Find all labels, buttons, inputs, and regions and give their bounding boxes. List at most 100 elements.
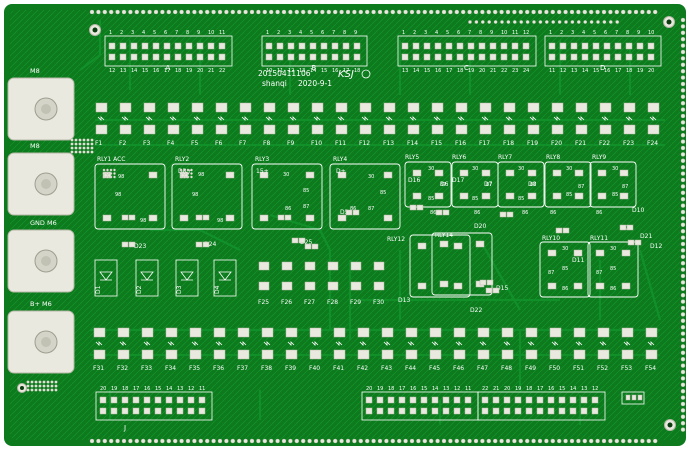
mounting-hole-icon (666, 19, 672, 25)
via-pad (467, 438, 472, 444)
smd-pad (479, 279, 487, 286)
via-pad (243, 438, 248, 444)
fuse-symbol-icon (431, 341, 439, 346)
via-pad (269, 9, 274, 15)
pin-number: 3 (571, 30, 574, 36)
connector-pin-pad (647, 53, 655, 61)
via-pad (90, 142, 94, 146)
fuse-pad (117, 327, 130, 338)
fuse-pad (525, 327, 538, 338)
pin-number: 13 (177, 386, 183, 392)
relay-label: RLY7 (498, 154, 512, 161)
via-pad (680, 395, 686, 400)
relay-pin-pad (459, 192, 469, 200)
via-pad (377, 438, 383, 444)
via-pad (474, 20, 479, 24)
via-pad (326, 438, 331, 444)
connector-pin-pad (401, 53, 409, 61)
connector-pin-pad (110, 407, 118, 415)
fuse-label: F20 (551, 140, 562, 147)
connector-pin-pad (570, 42, 578, 50)
relay-pin-pad (259, 171, 269, 179)
via-pad (186, 172, 190, 175)
pin-number: 12 (109, 68, 115, 74)
via-pad (102, 438, 108, 444)
pin-number: 15 (421, 386, 427, 392)
pin-number: 10 (208, 30, 214, 36)
via-pad (680, 299, 686, 304)
pin-number: 7 (332, 30, 335, 36)
via-pad (416, 9, 421, 15)
terminal-hole-icon (41, 256, 51, 266)
relay-pin-pad (595, 249, 605, 257)
relay-pin-label: 87 (622, 184, 628, 190)
connector-pin-pad (387, 396, 395, 404)
via-pad (680, 331, 686, 336)
via-pad (384, 9, 389, 15)
via-pad (128, 438, 133, 444)
via-pad (46, 380, 50, 384)
fuse-symbol-icon (599, 341, 607, 346)
via-pad (680, 56, 686, 61)
via-pad (499, 9, 504, 15)
fuse-pad (285, 349, 298, 360)
fuse-pad (575, 102, 588, 113)
fuse-pad (213, 327, 226, 338)
fuse-symbol-icon (625, 116, 633, 121)
fuse-pad (381, 349, 394, 360)
pin-number: 15 (559, 386, 565, 392)
pin-number: 4 (142, 30, 145, 36)
connector-pin-pad (456, 42, 464, 50)
via-pad (26, 380, 30, 384)
relay-pin-pad (148, 214, 158, 222)
via-pad (96, 9, 101, 15)
fuse-label: F30 (373, 299, 384, 306)
via-pad (480, 9, 485, 15)
connector-pin-pad (143, 396, 151, 404)
relay-outline (404, 161, 452, 208)
fuse-pad (350, 261, 362, 271)
relay-label: RLY3 (255, 156, 269, 163)
relay-pin-label: 86 (522, 210, 528, 216)
fuse-label: F21 (575, 140, 586, 147)
fuse-pad (527, 124, 540, 135)
via-pad (680, 389, 686, 394)
connector-pin-pad (108, 53, 116, 61)
smd-pad (562, 227, 570, 234)
via-pad (480, 20, 485, 24)
relay-pin-pad (383, 171, 393, 179)
connector-pin-pad (559, 42, 567, 50)
relay-pin-label: 30 (472, 166, 478, 172)
via-pad (680, 414, 686, 419)
copper-trace (479, 239, 521, 311)
fuse-label: F42 (357, 365, 368, 372)
fuse-symbol-icon (529, 116, 537, 121)
fuse-pad (327, 261, 339, 271)
relay-outline (544, 161, 592, 208)
connector-pin-pad (591, 396, 599, 404)
relay-pin-pad (434, 192, 444, 200)
relay-pin-pad (552, 169, 562, 177)
fuse-symbol-icon (167, 341, 175, 346)
pin-number: 18 (526, 386, 532, 392)
via-pad (352, 9, 357, 15)
via-pad (595, 9, 600, 15)
via-pad (183, 168, 186, 172)
via-pad (140, 438, 146, 444)
via-pad (78, 146, 82, 150)
pin-number: 13 (299, 68, 305, 74)
via-pad (525, 9, 530, 15)
relay-outline (251, 163, 323, 230)
via-pad (86, 142, 90, 146)
pin-number: 13 (443, 386, 449, 392)
via-pad (26, 388, 30, 392)
relay-pin-pad (505, 192, 515, 200)
relay-label: RLY12 (387, 236, 405, 243)
via-pad (70, 142, 74, 146)
via-pad (518, 9, 523, 15)
connector-pin-pad (165, 407, 173, 415)
via-pad (563, 9, 568, 15)
connector-pin-pad (548, 53, 556, 61)
via-pad (74, 150, 78, 154)
